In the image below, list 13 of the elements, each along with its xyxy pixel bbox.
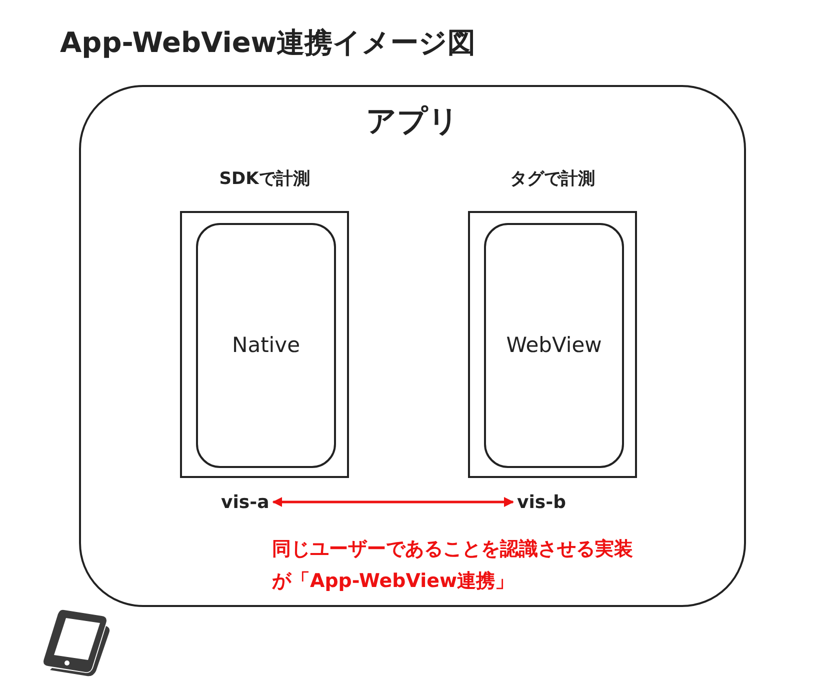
app-container: [79, 85, 746, 607]
screen-label: WebView: [506, 332, 602, 359]
screen-box: [196, 223, 336, 468]
id-label: vis-a: [221, 487, 270, 517]
double-arrow: [272, 497, 514, 507]
container-title: アプリ: [366, 103, 459, 141]
diagram-title: App-WebView連携イメージ図: [60, 25, 476, 61]
frame-heading: タグで計測: [510, 168, 595, 191]
note-text: 同じユーザーであることを認識させる実装が「App-WebView連携」: [272, 537, 634, 594]
screen-box: [484, 223, 624, 468]
id-label: vis-b: [517, 487, 566, 517]
frame-heading: SDKで計測: [219, 168, 310, 191]
screen-label: Native: [232, 332, 300, 359]
